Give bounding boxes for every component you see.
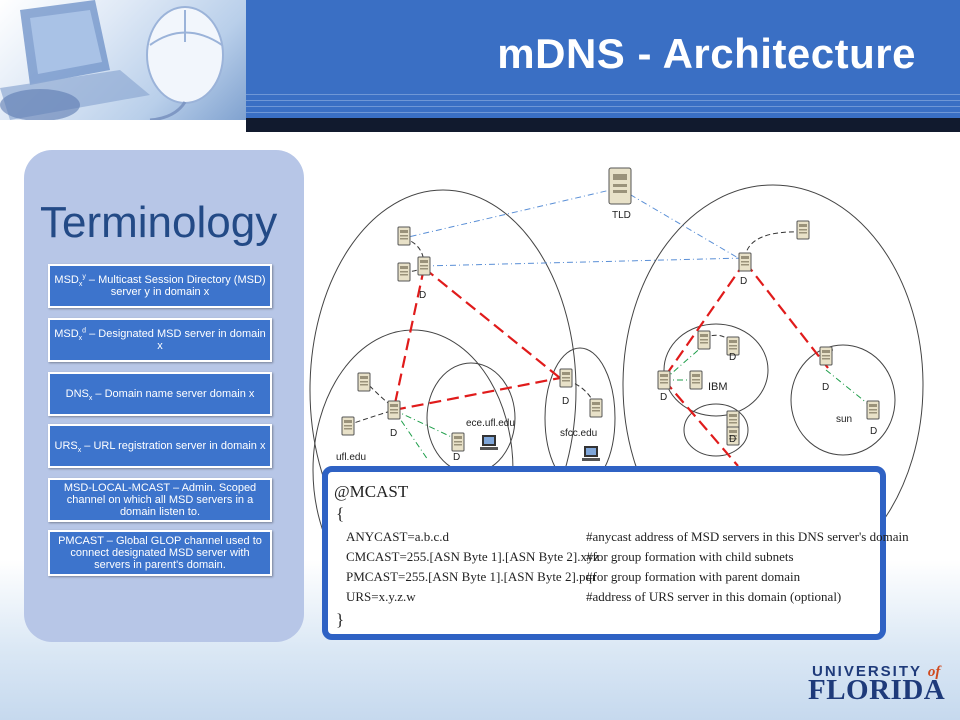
term-msd-server: MSDxy – Multicast Session Directory (MSD… [48,264,272,308]
code-comment-urs: #address of URS server in this domain (o… [586,589,842,604]
logo-of: of [927,664,941,680]
server-icon [726,410,740,430]
server-icon [417,256,431,276]
server-icon [397,262,411,282]
term-designated-msd: MSDxd – Designated MSD server in domain … [48,318,272,362]
mcast-config-box: @MCAST { ANYCAST=a.b.c.d #anycast addres… [322,466,909,640]
server-icon [387,400,401,420]
label-d: D [729,434,736,445]
server-icon [357,372,371,392]
label-d: D [822,382,829,393]
server-icon [397,226,411,246]
tld-links [403,187,746,267]
header-stripe [246,94,960,95]
label-d: D [562,396,569,407]
logo-university: UNIVERSITY of [812,663,941,680]
label-d: D [453,452,460,463]
code-line-pmcast: PMCAST=255.[ASN Byte 1].[ASN Byte 2].pqr [346,569,597,584]
header-stripe [246,106,960,107]
label-ece-ufl-edu: ece.ufl.edu [466,418,515,429]
server-icon [341,416,355,436]
term-pmcast: PMCAST – Global GLOP channel used to con… [48,530,272,576]
header: mDNS - Architecture [0,0,960,132]
server-icon [738,252,752,272]
header-stripe [246,100,960,101]
code-open-brace: { [336,504,345,523]
label-d: D [729,352,736,363]
label-tld: TLD [612,210,631,221]
code-line-anycast: ANYCAST=a.b.c.d [346,529,450,544]
label-d: D [660,392,667,403]
domain-sun [790,344,896,456]
term-urs: URSx – URL registration server in domain… [48,424,272,468]
local-mcast-links [393,344,874,461]
laptop-mouse-illustration [0,0,224,120]
pmcast-links [392,261,829,467]
label-d: D [740,276,747,287]
terminology-title: Terminology [40,198,278,247]
server-icon [796,220,810,240]
label-sfcc-edu: sfcc.edu [560,428,597,439]
term-dns: DNSx – Domain name server domain x [48,372,272,416]
code-comment-anycast: #anycast address of MSD servers in this … [586,529,909,544]
domain-ibm [663,323,769,417]
label-d: D [870,426,877,437]
server-icon [866,400,880,420]
server-icon [608,167,632,205]
code-close-brace: } [336,610,345,629]
server-icon [451,432,465,452]
code-line-cmcast: CMCAST=255.[ASN Byte 1].[ASN Byte 2].xyz [346,549,600,564]
server-icon [657,370,671,390]
label-ufl-edu: ufl.edu [336,452,366,463]
computer-icon [582,446,600,461]
code-line-urs: URS=x.y.z.w [346,589,416,604]
server-icon [697,330,711,350]
logo-florida: FLORIDA [808,674,946,706]
page-title: mDNS - Architecture [497,30,916,77]
code-comment-cmcast: #for group formation with child subnets [586,549,794,564]
label-d: D [419,290,426,301]
server-icon [689,370,703,390]
header-stripe [246,112,960,113]
server-icon [559,368,573,388]
term-msd-local-mcast: MSD-LOCAL-MCAST – Admin. Scoped channel … [48,478,272,522]
label-d: D [390,428,397,439]
label-ibm: IBM [708,381,728,393]
header-photo [0,0,248,120]
label-sun: sun [836,414,852,425]
code-comment-pmcast: #for group formation with parent domain [586,569,801,584]
server-icon [589,398,603,418]
computer-icon [480,435,498,450]
header-dark-strip [246,118,960,132]
domain-ibm-sub [683,403,749,457]
code-header: @MCAST [334,482,409,501]
server-icon [819,346,833,366]
